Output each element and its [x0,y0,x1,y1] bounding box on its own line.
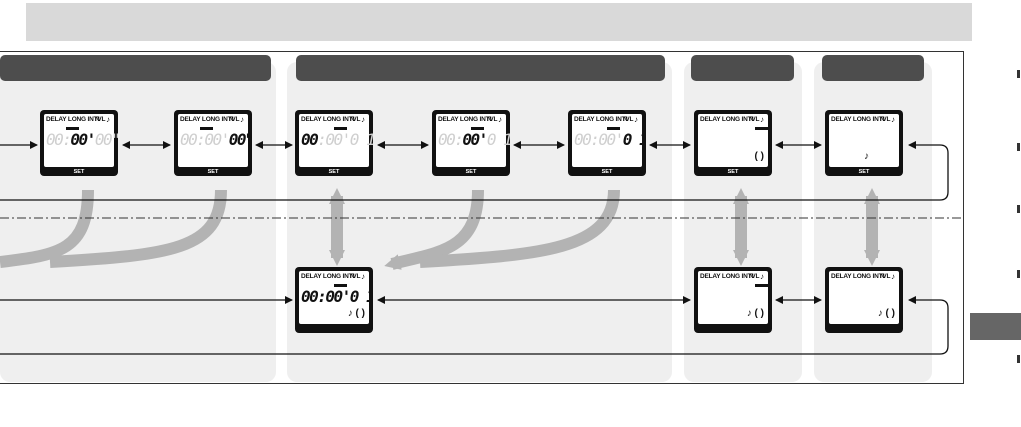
note-icon: ♪ [760,115,764,124]
section-tab-marker [970,313,1021,340]
gray-flow-arrow-3 [384,189,484,270]
set-label: SET [858,169,870,175]
lcd-mode: N [229,116,234,123]
lcd-digits: 00:00'0 1" [301,287,373,306]
note-icon: ♪ [760,272,764,281]
lcd-header: DELAY LONG INTVL [700,116,760,123]
note-icon: ♪ [891,115,895,124]
lcd-display-1: DELAY LONG INTVL N ♪ 00:00'00" SET [40,110,118,176]
lcd-header: DELAY LONG INTVL [180,116,240,123]
mode-indicator [66,127,79,130]
lcd-mode: N [880,116,885,123]
lcd-header: DELAY LONG INTVL [301,116,361,123]
lcd-header: DELAY LONG INTVL [301,273,361,280]
set-label: SET [601,169,613,175]
lcd-row-2: ♪ ( ) [347,308,365,319]
mode-indicator [471,127,484,130]
lcd-header: DELAY LONG INTVL [831,116,891,123]
lcd-header: DELAY LONG INTVL [831,273,891,280]
lcd-display-2: DELAY LONG INTVL N ♪ 00:00'00" SET [174,110,252,176]
gray-flow-arrow-1 [0,189,94,268]
lcd-mode: N [880,273,885,280]
note-icon: ♪ [240,115,244,124]
lcd-display-9: DELAY LONG INTVL N ♪ ♪ ( ) [694,267,772,333]
set-label: SET [207,169,219,175]
lcd-digits: 00:00'0 1" [438,130,510,149]
set-label: SET [727,169,739,175]
lcd-digits: 00:00'00" [180,130,252,149]
mode-indicator [755,284,768,287]
mode-indicator [334,127,347,130]
panel-header-2 [296,55,665,81]
lcd-header: DELAY LONG INTVL [46,116,106,123]
set-label: SET [328,169,340,175]
mode-indicator [334,284,347,287]
lcd-header: DELAY LONG INTVL [574,116,634,123]
mode-indicator [902,127,903,130]
lcd-row-2: ♪ ( ) [877,308,895,319]
edge-mark [1017,70,1020,78]
gray-flow-arrow-2 [49,189,227,268]
lcd-digits: 00:00'00" [46,130,118,149]
panel-header-4 [822,55,924,81]
lcd-digits: 00:00'0 1" [574,130,646,149]
lcd-mode: N [487,116,492,123]
lcd-row-2: ( ) [754,151,764,162]
mode-indicator [607,127,620,130]
panel-header-3 [691,55,794,81]
mode-indicator [902,284,903,287]
mode-indicator [200,127,213,130]
gray-flow-arrow-4 [419,189,620,268]
lcd-mode: N [749,116,754,123]
lcd-mode: N [350,273,355,280]
lcd-mode: N [749,273,754,280]
lcd-display-8: DELAY LONG INTVL N ♪ 00:00'0 1" ♪ ( ) [295,267,373,333]
lcd-mode: N [95,116,100,123]
note-icon: ♪ [891,272,895,281]
note-icon: ♪ [634,115,638,124]
return-loop-bottom [0,296,949,355]
lcd-row-2: ♪ ( ) [746,308,764,319]
lcd-header: DELAY LONG INTVL [700,273,760,280]
note-icon: ♪ [498,115,502,124]
edge-mark [1017,205,1020,213]
lcd-mode: N [623,116,628,123]
lcd-mode: N [350,116,355,123]
edge-mark [1017,355,1020,363]
lcd-row-2: ♪ [864,151,869,162]
lcd-display-6: DELAY LONG INTVL N ♪ ( ) SET [694,110,772,176]
set-label: SET [73,169,85,175]
lcd-digits: 00:00'0 1" [301,130,373,149]
edge-mark [1017,270,1020,278]
lcd-display-10: DELAY LONG INTVL N ♪ ♪ ( ) [825,267,903,333]
top-title-bar [26,3,972,41]
lcd-display-5: DELAY LONG INTVL N ♪ 00:00'0 1" SET [568,110,646,176]
lcd-header: DELAY LONG INTVL [438,116,498,123]
return-loop-top [0,141,949,201]
note-icon: ♪ [106,115,110,124]
panel-header-1 [0,55,271,81]
lcd-display-3: DELAY LONG INTVL N ♪ 00:00'0 1" SET [295,110,373,176]
note-icon: ♪ [361,115,365,124]
mode-indicator [755,127,768,130]
note-icon: ♪ [361,272,365,281]
edge-mark [1017,143,1020,151]
lcd-display-7: DELAY LONG INTVL N ♪ ♪ SET [825,110,903,176]
set-label: SET [465,169,477,175]
diagram-frame [0,51,964,384]
lcd-display-4: DELAY LONG INTVL N ♪ 00:00'0 1" SET [432,110,510,176]
